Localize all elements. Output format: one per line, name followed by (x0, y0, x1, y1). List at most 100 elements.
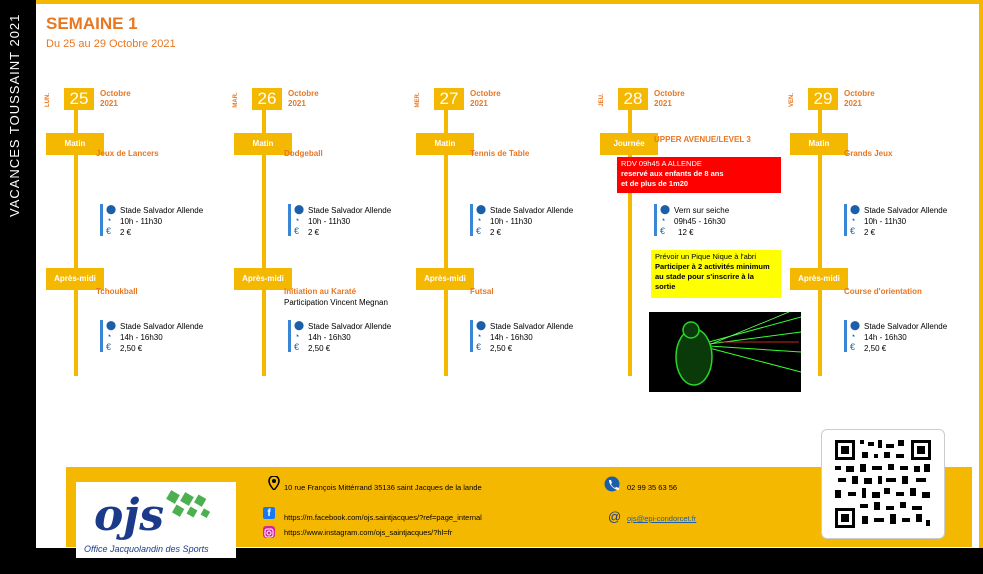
age-requirement: reservé aux enfants de 8 ans (621, 169, 724, 178)
price: 12 € (678, 228, 694, 237)
location-pin-icon: ⬤ (476, 204, 487, 214)
info-bar (288, 204, 291, 236)
footer-facebook-link[interactable]: https://m.facebook.com/ojs.saintjacques/… (284, 513, 482, 522)
slot-day: Journée (600, 133, 658, 155)
euro-icon: € (850, 226, 856, 236)
laser-game-photo (649, 312, 801, 392)
slot-morning: Matin (46, 133, 104, 155)
day-abbr: VEN. (789, 93, 795, 108)
price: 2,50 € (308, 344, 331, 353)
activity-morning: Tennis de Table (470, 149, 530, 158)
euro-icon: € (294, 226, 300, 236)
info-bar (470, 204, 473, 236)
euro-icon: € (106, 342, 112, 352)
requirement-line-2: au stade pour s'inscrire à la (655, 272, 754, 281)
clock-icon: ◔ (106, 215, 112, 225)
time: 10h - 11h30 (120, 217, 163, 226)
location: Stade Salvador Allende (308, 206, 392, 215)
location-pin-icon: ⬤ (106, 204, 117, 214)
activity-afternoon: Initiation au Karaté (284, 287, 357, 296)
left-sidebar: VACANCES TOUSSAINT 2021 (0, 0, 36, 574)
clock-icon: ◔ (660, 215, 666, 225)
location-pin-icon: ⬤ (106, 320, 117, 330)
clock-icon: ◔ (294, 215, 300, 225)
activity-morning: Dodgeball (284, 149, 323, 158)
qr-code (821, 429, 945, 539)
footer-email-link[interactable]: ojs@epi-condorcet.fr (627, 514, 697, 523)
facebook-icon: f (263, 507, 275, 519)
svg-text:ojs: ojs (94, 490, 164, 541)
footer-phone: 02 99 35 63 56 (627, 483, 678, 492)
picnic-line: Prévoir un Pique Nique à l'abri (655, 252, 757, 261)
time: 14h - 16h30 (120, 333, 163, 342)
page-title: SEMAINE 1 (46, 14, 138, 33)
side-title: VACANCES TOUSSAINT 2021 (7, 13, 22, 217)
day-abbr: MER. (415, 92, 421, 108)
slot-afternoon: Après-midi (416, 268, 474, 290)
height-requirement: et de plus de 1m20 (621, 179, 689, 188)
location: Stade Salvador Allende (490, 206, 574, 215)
instagram-icon (263, 526, 275, 538)
slot-morning: Matin (790, 133, 848, 155)
info-bar (100, 320, 103, 352)
timeline (818, 110, 822, 376)
location: Vern sur seiche (674, 206, 730, 215)
time: 09h45 - 16h30 (674, 217, 726, 226)
phone-icon (604, 476, 620, 492)
info-bar (844, 204, 847, 236)
price: 2 € (490, 228, 502, 237)
location: Stade Salvador Allende (864, 206, 948, 215)
footer-instagram-link[interactable]: https://www.instagram.com/ojs_saintjacqu… (284, 528, 453, 537)
time: 14h - 16h30 (308, 333, 351, 342)
info-bar (288, 320, 291, 352)
location-pin-icon: ⬤ (850, 204, 861, 214)
day-number: 26 (252, 88, 282, 110)
slot-morning: Matin (234, 133, 292, 155)
price: 2 € (308, 228, 320, 237)
time: 10h - 11h30 (308, 217, 351, 226)
price: 2,50 € (120, 344, 143, 353)
euro-icon: € (294, 342, 300, 352)
requirement-line-1: Participer à 2 activités minimum (655, 262, 770, 271)
location: Stade Salvador Allende (120, 206, 204, 215)
info-bar (100, 204, 103, 236)
euro-icon: € (476, 342, 482, 352)
day-abbr: MAR. (233, 92, 239, 108)
day-number: 29 (808, 88, 838, 110)
day-abbr: LUN. (45, 93, 51, 107)
time: 14h - 16h30 (490, 333, 533, 342)
svg-text:Office Jacquolandin des Sports: Office Jacquolandin des Sports (84, 544, 209, 554)
day-abbr: JEU. (599, 93, 605, 107)
activity-note: Participation Vincent Megnan (284, 298, 388, 307)
price: 2 € (120, 228, 132, 237)
page-subtitle: Du 25 au 29 Octobre 2021 (46, 38, 176, 50)
location: Stade Salvador Allende (120, 322, 204, 331)
location-pin-icon: ⬤ (660, 204, 671, 214)
info-bar (844, 320, 847, 352)
location-pin-icon: ⬤ (476, 320, 487, 330)
price: 2,50 € (490, 344, 513, 353)
euro-icon: € (850, 342, 856, 352)
timeline (444, 110, 448, 376)
meeting-info-box: RDV 09h45 A ALLENDE reservé aux enfants … (617, 157, 781, 193)
location-pin-icon: ⬤ (850, 320, 861, 330)
clock-icon: ◔ (850, 215, 856, 225)
location: Stade Salvador Allende (490, 322, 574, 331)
footer-address: 10 rue François Mittérrand 35136 saint J… (284, 483, 482, 492)
meeting-line: RDV 09h45 A ALLENDE (621, 159, 702, 168)
activity-morning: Jeux de Lancers (96, 149, 159, 158)
info-bar (470, 320, 473, 352)
price: 2,50 € (864, 344, 887, 353)
timeline (628, 110, 632, 376)
euro-icon: € (106, 226, 112, 236)
price: 2 € (864, 228, 876, 237)
clock-icon: ◔ (476, 215, 482, 225)
